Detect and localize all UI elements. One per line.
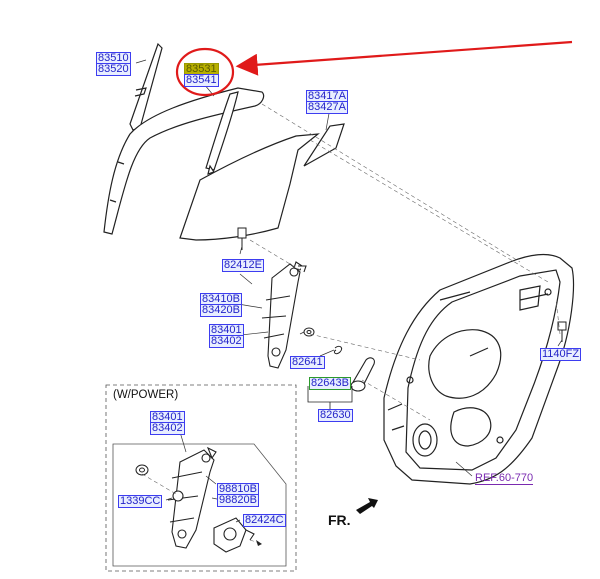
handle-spring	[333, 345, 343, 355]
red-annotation	[175, 40, 573, 97]
part-label-83420b[interactable]: 83420B	[200, 304, 242, 317]
small-screw	[256, 540, 262, 546]
quarter-glass	[303, 123, 345, 167]
part-label-83417a[interactable]: 83417A	[306, 90, 348, 103]
window-crank-handle	[350, 357, 375, 392]
part-label-power-83402[interactable]: 83402	[150, 422, 185, 435]
glass-bolt	[237, 227, 247, 250]
power-window-motor	[213, 517, 255, 553]
part-label-82424c[interactable]: 82424C	[243, 514, 286, 527]
part-label-1339cc[interactable]: 1339CC	[118, 495, 163, 508]
part-label-83520[interactable]: 83520	[96, 63, 131, 76]
part-label-82643b[interactable]: 82643B	[309, 377, 351, 390]
part-label-1140fz[interactable]: 1140FZ	[540, 348, 582, 361]
door-glass	[179, 133, 320, 241]
power-washer	[135, 464, 149, 476]
part-label-98820b[interactable]: 98820B	[217, 494, 259, 507]
door-inner-panel	[383, 253, 575, 485]
part-label-83427a[interactable]: 83427A	[306, 101, 348, 114]
door-frame-molding	[103, 87, 265, 235]
part-label-83531[interactable]: 83531	[184, 63, 219, 76]
power-window-box	[105, 384, 297, 572]
front-direction-arrow	[356, 498, 378, 514]
part-label-82641[interactable]: 82641	[290, 356, 325, 369]
reference-link[interactable]: REF.60-770	[475, 472, 534, 485]
part-label-83541[interactable]: 83541	[184, 74, 219, 87]
power-window-regulator	[167, 446, 217, 549]
part-label-82630[interactable]: 82630	[318, 409, 353, 422]
part-label-82412e[interactable]: 82412E	[222, 259, 264, 272]
manual-window-regulator	[261, 261, 307, 369]
power-window-title: (W/POWER)	[113, 389, 179, 401]
part-label-83402[interactable]: 83402	[209, 335, 244, 348]
front-direction-label: FR.	[328, 512, 351, 528]
reference-dashed-lines	[249, 103, 561, 421]
